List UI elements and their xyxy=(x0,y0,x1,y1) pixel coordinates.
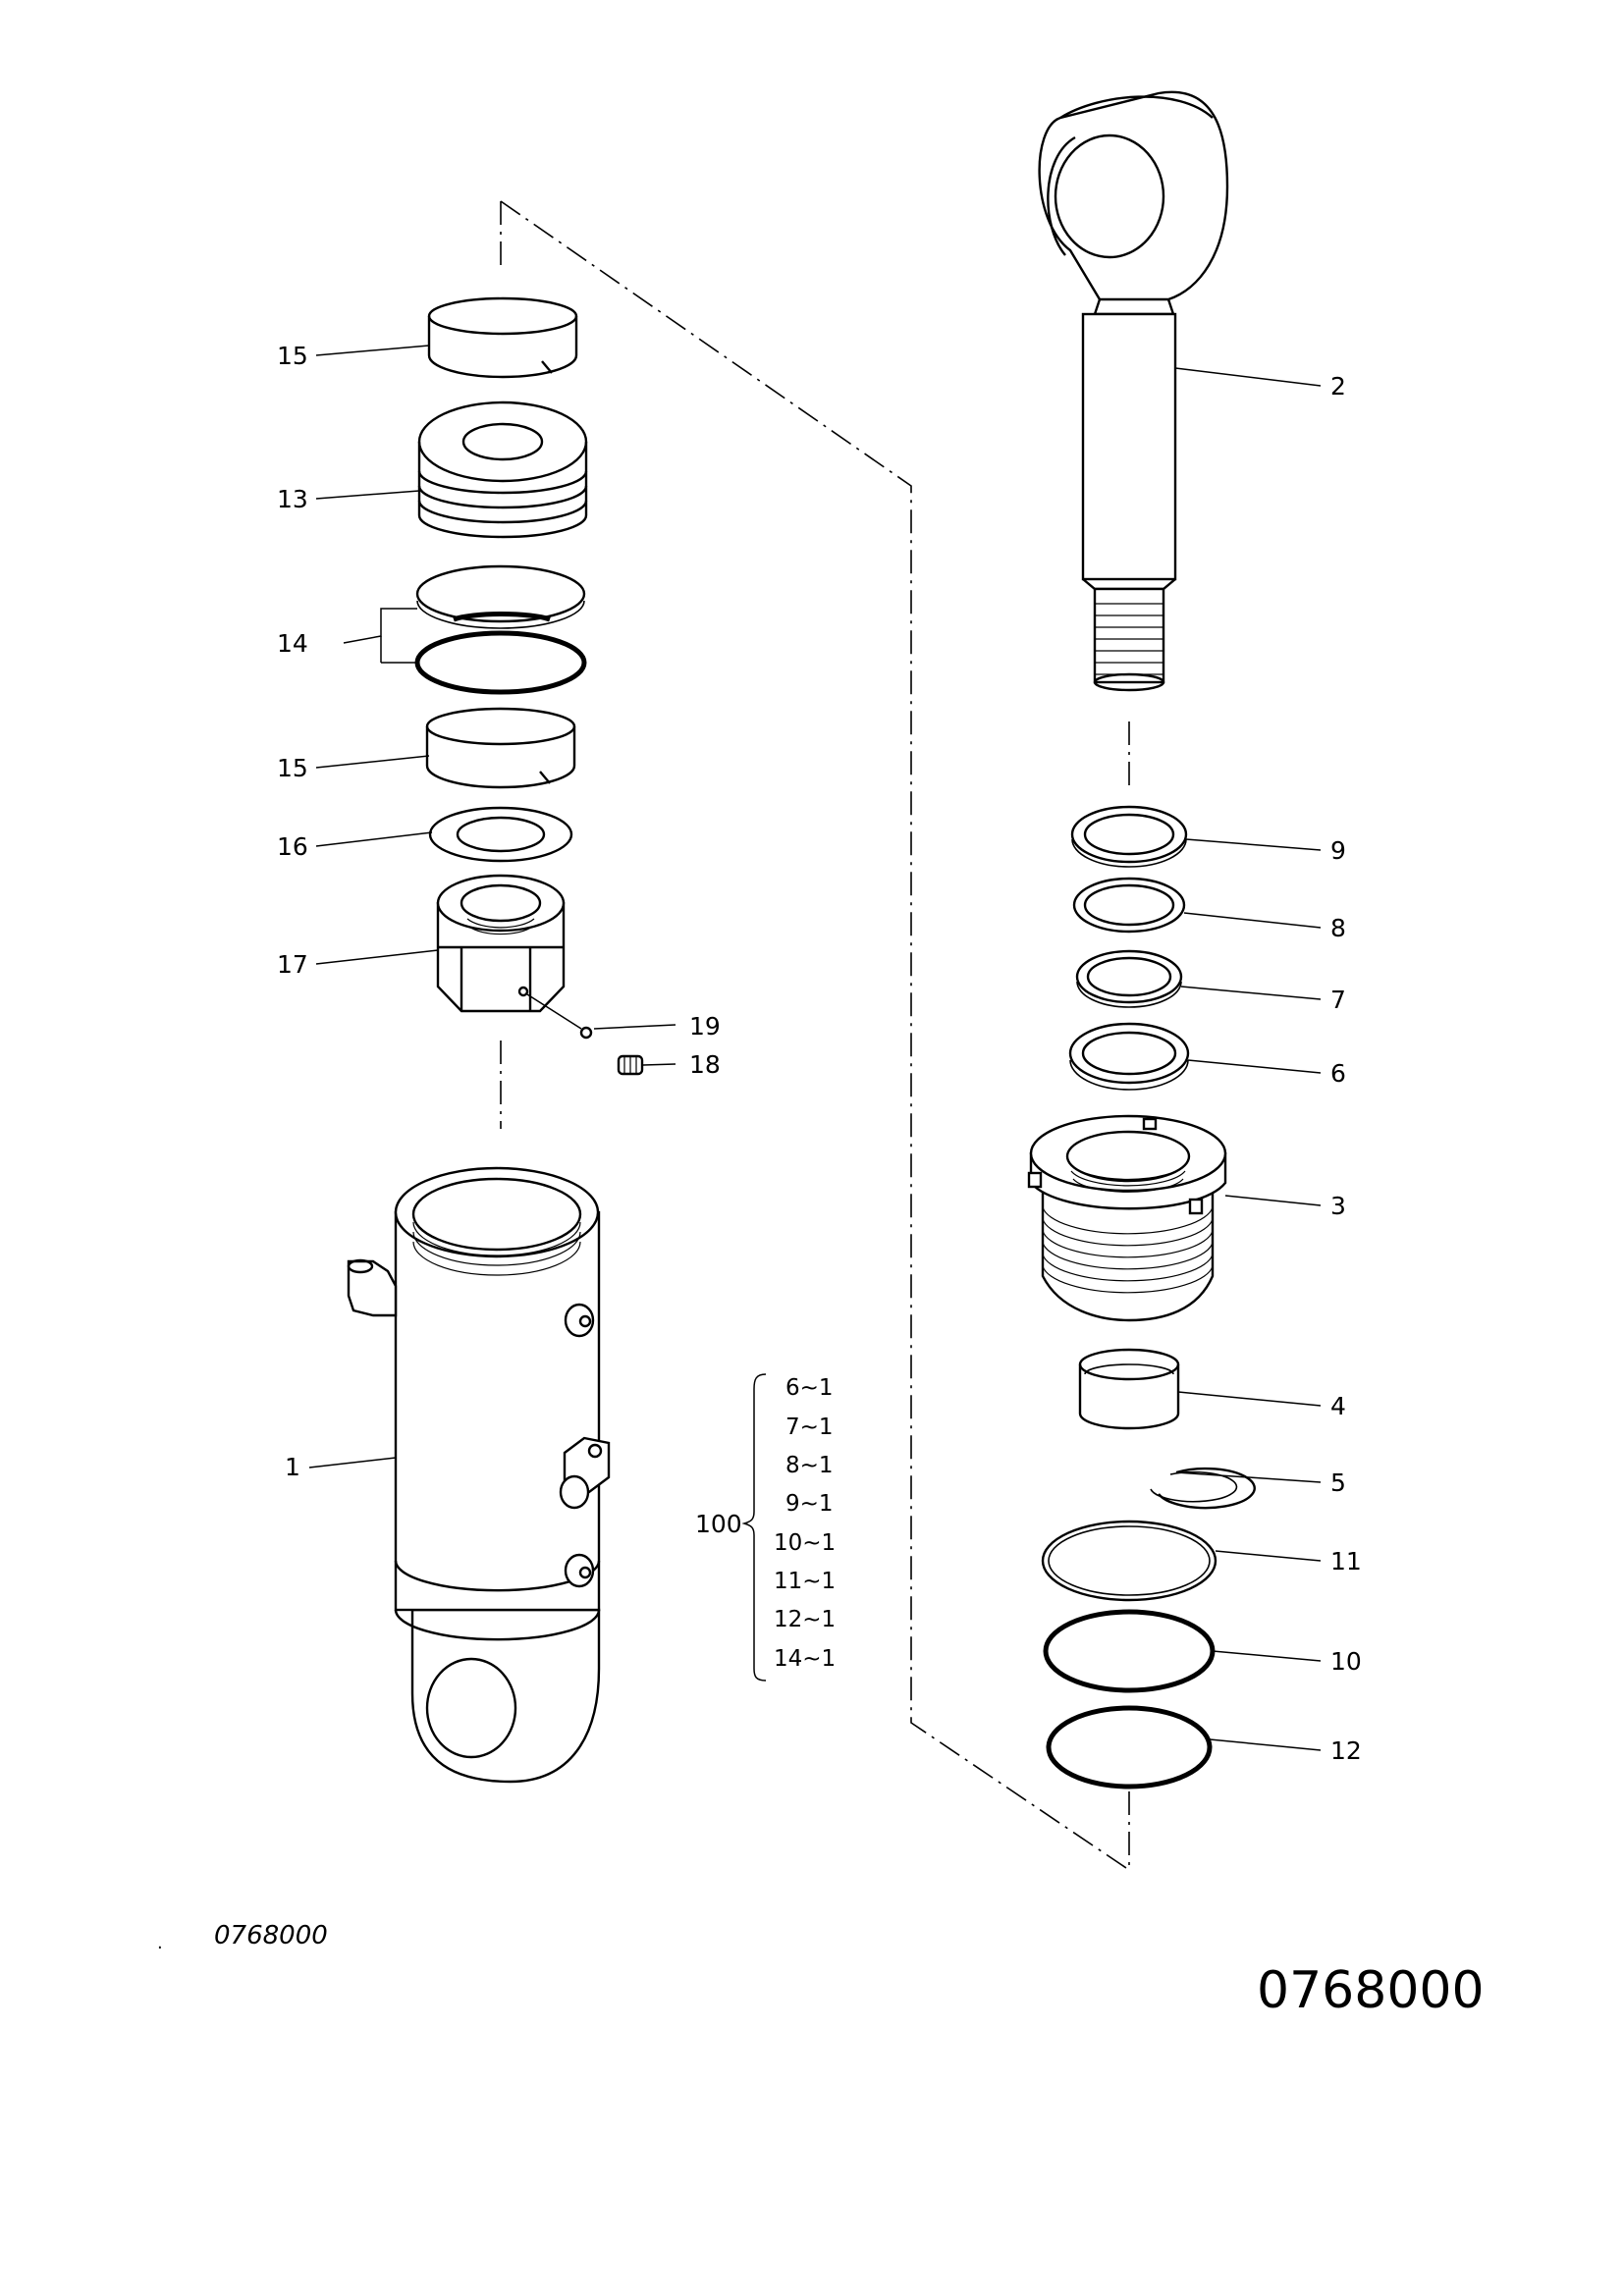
ball-part-19 xyxy=(526,993,593,1040)
cylinder-tube-part-1 xyxy=(347,1166,611,1784)
shim-part-16 xyxy=(428,806,573,863)
o-ring-part-12 xyxy=(1046,1705,1213,1789)
callout-10: 10 xyxy=(1330,1647,1362,1676)
seal-kit-item: 9~1 xyxy=(785,1491,834,1517)
callout-9: 9 xyxy=(1330,836,1346,865)
callout-5: 5 xyxy=(1330,1468,1346,1497)
assembly-centerlines xyxy=(500,200,1130,1871)
small-dot: . xyxy=(157,1933,163,1953)
callout-19: 19 xyxy=(689,1012,721,1041)
callout-4: 4 xyxy=(1330,1392,1346,1420)
drawing-ref-small: 0768000 xyxy=(214,1921,328,1950)
o-ring-part-10 xyxy=(1043,1609,1216,1693)
seal-kit-item: 10~1 xyxy=(774,1530,836,1556)
callout-18: 18 xyxy=(689,1050,721,1079)
wear-ring-part-15-lower xyxy=(425,707,576,789)
seal-kit-number: 100 xyxy=(695,1510,742,1538)
rod-cover-part-3 xyxy=(1027,1114,1227,1322)
callout-6: 6 xyxy=(1330,1059,1346,1088)
backup-ring-part-11 xyxy=(1041,1520,1217,1602)
callout-2: 2 xyxy=(1330,372,1346,400)
wear-ring-part-15-top xyxy=(427,296,578,379)
set-screw-part-18 xyxy=(617,1054,644,1076)
piston-rod-part-2 xyxy=(1038,90,1229,692)
callout-12: 12 xyxy=(1330,1736,1362,1765)
bushing-part-4 xyxy=(1078,1348,1180,1430)
callout-11: 11 xyxy=(1330,1547,1362,1575)
piston-part-13 xyxy=(417,400,588,539)
seal-kit-item: 12~1 xyxy=(774,1607,836,1632)
callout-15-lower: 15 xyxy=(277,754,308,782)
callout-leaders xyxy=(308,345,1322,1751)
callout-1: 1 xyxy=(285,1453,300,1481)
nut-part-17 xyxy=(436,874,566,1013)
seal-kit-item: 8~1 xyxy=(785,1453,834,1478)
callout-14: 14 xyxy=(277,629,308,658)
seal-kit-item: 14~1 xyxy=(774,1646,836,1672)
callout-13: 13 xyxy=(277,485,308,513)
callout-16: 16 xyxy=(277,832,308,861)
callout-15-top: 15 xyxy=(277,342,308,370)
callout-8: 8 xyxy=(1330,914,1346,942)
callout-labels: 15 13 14 15 16 17 19 18 1 2 9 8 7 6 3 4 … xyxy=(277,342,1362,1765)
seal-kit-item: 11~1 xyxy=(774,1569,836,1594)
seal-set-part-14 xyxy=(414,564,587,695)
seal-kit-group: 100 6~1 7~1 8~1 9~1 10~1 11~1 12~1 14~1 xyxy=(695,1373,836,1682)
seal-kit-item: 6~1 xyxy=(785,1375,834,1401)
callout-7: 7 xyxy=(1330,986,1346,1014)
seal-part-8 xyxy=(1072,877,1186,934)
seal-part-9 xyxy=(1070,805,1188,868)
callout-17: 17 xyxy=(277,950,308,979)
drawing-ref-large: 0768000 xyxy=(1257,1961,1485,2020)
seal-kit-item: 7~1 xyxy=(785,1415,834,1440)
seal-part-6 xyxy=(1068,1022,1190,1091)
snap-ring-part-5 xyxy=(1150,1467,1256,1510)
callout-3: 3 xyxy=(1330,1192,1346,1220)
seal-part-7 xyxy=(1075,949,1183,1008)
